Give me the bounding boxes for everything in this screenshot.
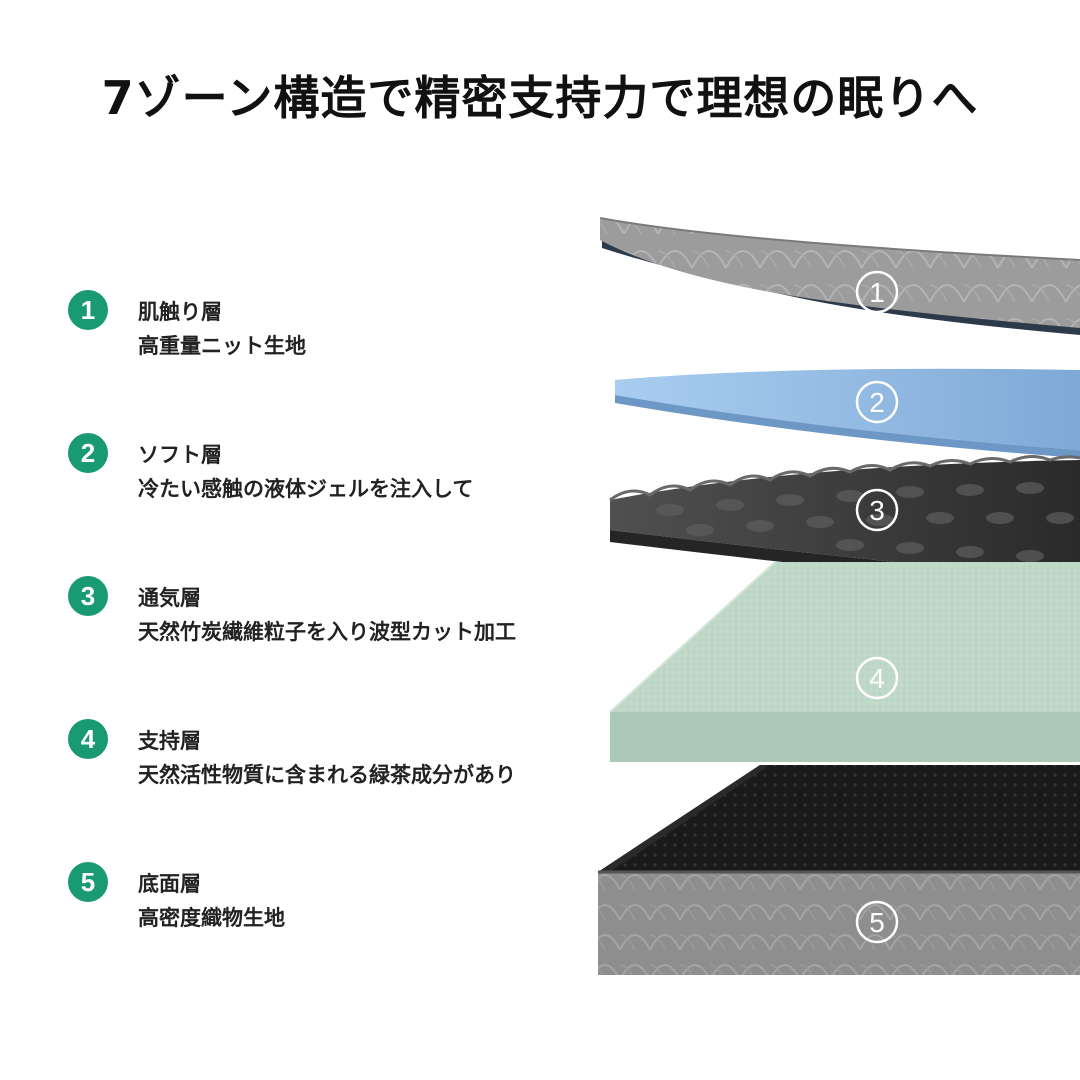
layer-marker-1: 1 bbox=[855, 270, 899, 314]
layer-description-2: 冷たい感触の液体ジェルを注入して bbox=[138, 477, 474, 501]
layer-item-2: 2 ソフト層 冷たい感触の液体ジェルを注入して bbox=[68, 433, 608, 513]
layer-marker-3: 3 bbox=[855, 488, 899, 532]
page-title: 7ゾーン構造で精密支持力で理想の眠りへ bbox=[101, 71, 979, 125]
number-badge-1: 1 bbox=[68, 290, 108, 330]
layer-4-greentea-foam bbox=[609, 561, 1080, 762]
number-badge-4: 4 bbox=[68, 719, 108, 759]
layer-5-base bbox=[598, 765, 1080, 975]
layer-marker-5: 5 bbox=[855, 900, 899, 944]
layer-name-5: 底面層 bbox=[138, 872, 201, 896]
svg-text:1: 1 bbox=[869, 277, 885, 308]
layer-name-2: ソフト層 bbox=[138, 443, 222, 467]
layer-2-gel bbox=[615, 368, 1080, 458]
number-badge-3: 3 bbox=[68, 576, 108, 616]
mattress-layers-illustration: 1 2 3 4 5 bbox=[590, 200, 1080, 1000]
layer-description-4: 天然活性物質に含まれる緑茶成分があり bbox=[138, 763, 516, 787]
layer-item-5: 5 底面層 高密度織物生地 bbox=[68, 862, 608, 942]
layer-name-3: 通気層 bbox=[138, 586, 201, 610]
layer-item-3: 3 通気層 天然竹炭繊維粒子を入り波型カット加工 bbox=[68, 576, 608, 656]
layer-description-1: 高重量ニット生地 bbox=[138, 334, 306, 358]
layer-1-knit-top bbox=[599, 217, 1080, 335]
svg-text:3: 3 bbox=[869, 495, 885, 526]
svg-text:4: 4 bbox=[869, 663, 885, 694]
layer-marker-4: 4 bbox=[855, 656, 899, 700]
layer-name-4: 支持層 bbox=[138, 729, 201, 753]
layer-description-3: 天然竹炭繊維粒子を入り波型カット加工 bbox=[138, 620, 516, 644]
number-badge-5: 5 bbox=[68, 862, 108, 902]
layer-item-4: 4 支持層 天然活性物質に含まれる緑茶成分があり bbox=[68, 719, 608, 799]
layer-description-5: 高密度織物生地 bbox=[138, 906, 285, 930]
number-badge-2: 2 bbox=[68, 433, 108, 473]
mattress-exploded-view: 1 2 3 4 5 bbox=[598, 217, 1080, 975]
layer-name-1: 肌触り層 bbox=[138, 300, 222, 324]
svg-text:2: 2 bbox=[869, 387, 885, 418]
layer-item-1: 1 肌触り層 高重量ニット生地 bbox=[68, 290, 608, 370]
svg-text:5: 5 bbox=[869, 907, 885, 938]
layer-marker-2: 2 bbox=[855, 380, 899, 424]
